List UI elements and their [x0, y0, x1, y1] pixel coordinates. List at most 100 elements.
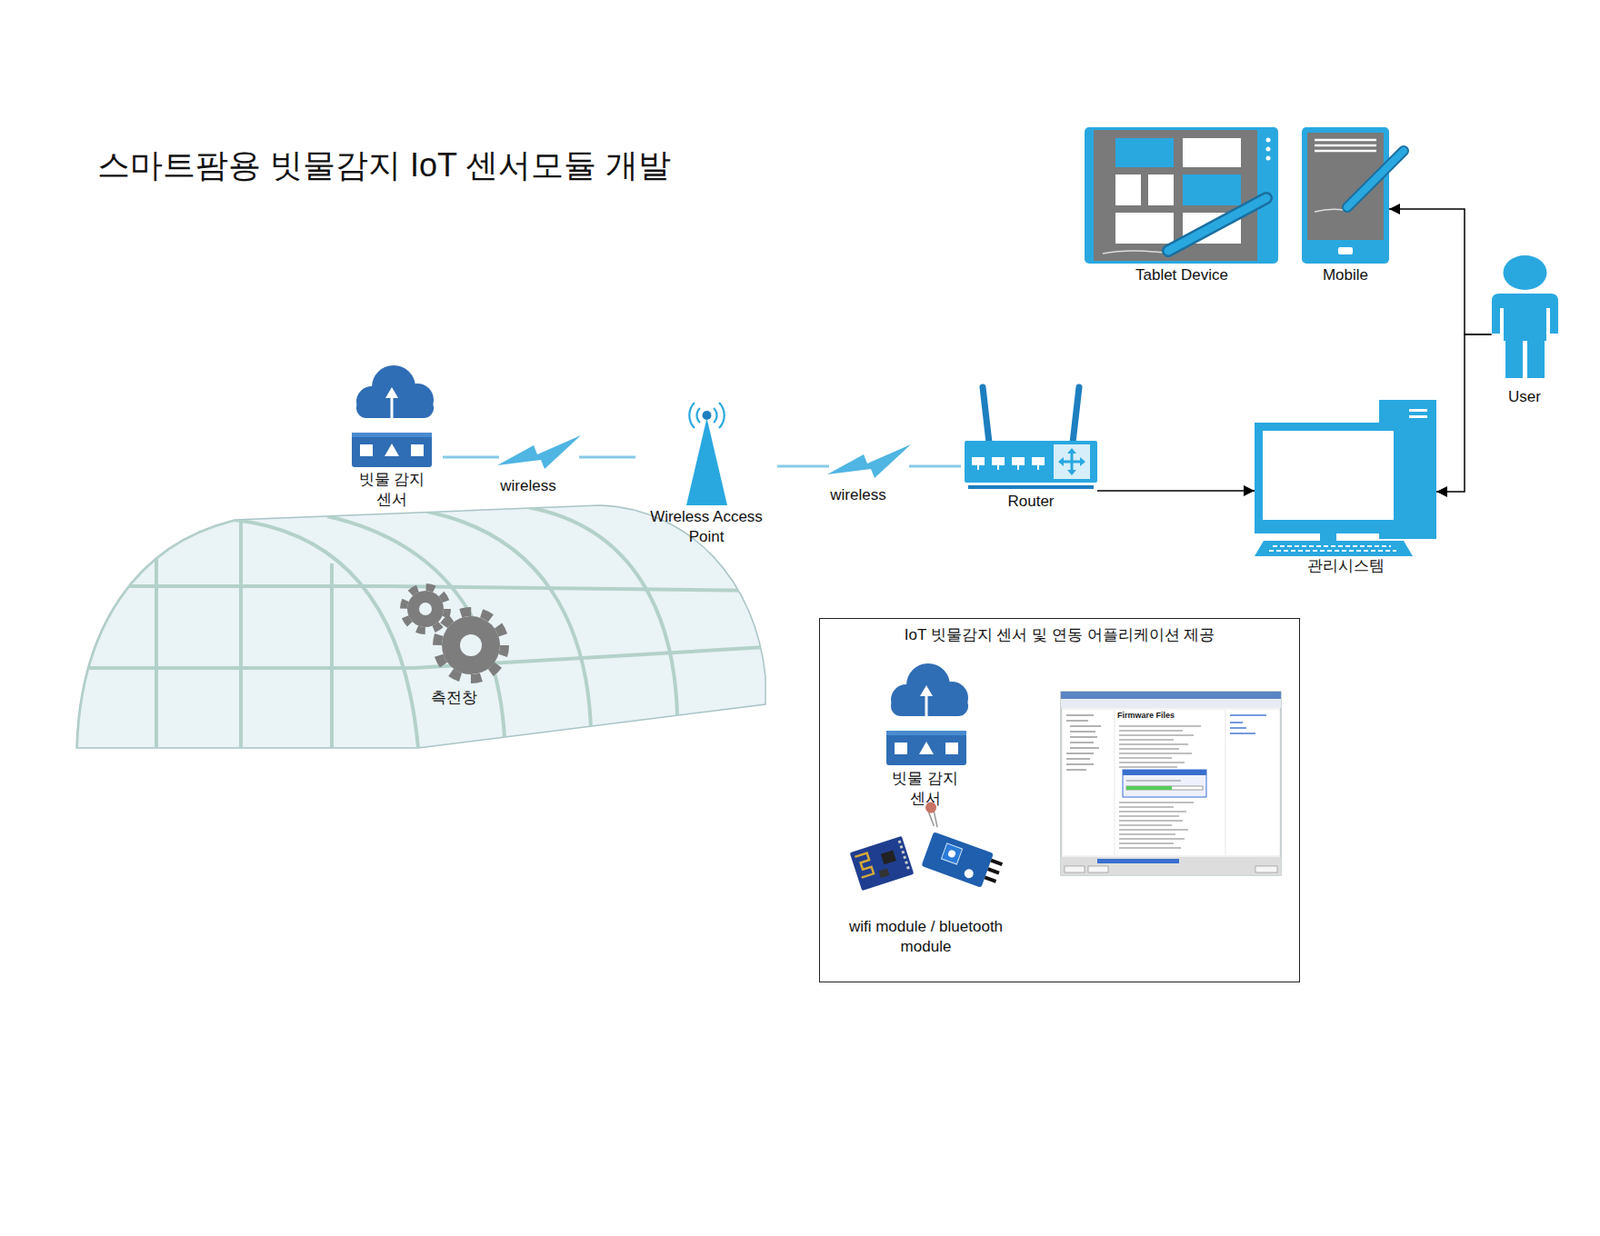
gears-icon: [403, 587, 448, 631]
computer-icon: [1254, 540, 1413, 557]
modules-photo: [850, 836, 915, 891]
mobile-icon: [1314, 209, 1344, 212]
mobile-icon: [1301, 127, 1390, 264]
node-label: Router: [1007, 491, 1054, 512]
app-screenshot: [1088, 866, 1109, 873]
access-point-icon: [686, 418, 728, 506]
gears-icon: [407, 590, 444, 628]
access-point-icon: [713, 408, 717, 423]
modules-photo: [850, 836, 915, 891]
app-screenshot: [1226, 710, 1280, 856]
computer-icon: [1262, 430, 1394, 520]
app-screenshot: [1097, 859, 1180, 864]
mobile-icon: [1301, 127, 1404, 264]
modules-photo: [990, 859, 1003, 867]
tablet-node: Tablet Device: [1085, 127, 1280, 286]
router-icon: [978, 465, 1039, 470]
router-icon: [964, 440, 1098, 483]
mobile-icon: [1338, 247, 1353, 255]
tablet-icon: [1266, 147, 1271, 152]
app-screenshot: [1064, 866, 1085, 873]
modules-photo: [920, 831, 993, 889]
rain-sensor-icon: [351, 365, 434, 468]
app-screenshot: [1255, 866, 1278, 873]
user-icon: [1503, 293, 1547, 341]
lightning-bolt: [497, 435, 581, 470]
modules-photo: [947, 849, 957, 859]
user-icon: [1503, 255, 1548, 290]
gears-icon: [437, 611, 505, 680]
greenhouse-illustration: [78, 586, 414, 669]
modules-photo: [940, 843, 962, 865]
page-title: 스마트팜용 빗물감지 IoT 센서모듈 개발: [97, 145, 671, 186]
router-icon: [964, 387, 1098, 490]
tablet-icon: [1168, 198, 1267, 251]
tablet-icon: [1115, 212, 1174, 244]
computer-icon: [1409, 415, 1428, 419]
access-point-node: Wireless Access Point: [639, 398, 774, 548]
tablet-icon: [1115, 138, 1174, 168]
greenhouse-illustration: [156, 521, 332, 749]
app-screenshot: [1126, 786, 1172, 790]
box-title: IoT 빗물감지 센서 및 연동 어플리케이션 제공: [820, 619, 1300, 646]
tablet-icon: [1115, 174, 1141, 206]
node-label: User: [1508, 387, 1541, 408]
router-icon: [1011, 457, 1025, 466]
router-node: Router: [964, 382, 1098, 512]
node-label: 관리시스템: [1307, 556, 1385, 577]
lightning-bolt: [827, 444, 911, 479]
user-icon: [1527, 337, 1545, 379]
tablet-icon: [1182, 138, 1241, 168]
app-screenshot: [1060, 699, 1281, 709]
access-point-icon: [689, 402, 695, 429]
app-screenshot: [1126, 786, 1203, 790]
tablet-icon: [1266, 156, 1271, 161]
tablet-icon: [1266, 138, 1271, 143]
tablet-icon: [1084, 127, 1279, 264]
router-icon: [1058, 448, 1086, 476]
app-screenshot: [1060, 691, 1281, 876]
greenhouse-illustration: [327, 507, 678, 738]
screenshot-heading: Firmware Files: [1117, 710, 1175, 721]
app-screenshot: [1062, 710, 1114, 856]
mobile-node: Mobile: [1301, 127, 1390, 286]
node-label: Wireless Access Point: [642, 507, 770, 548]
access-point-icon: [697, 408, 700, 423]
router-icon: [971, 457, 985, 466]
modules-photo: [906, 800, 1015, 892]
computer-icon: [1254, 422, 1402, 534]
gears-icon: [441, 616, 500, 675]
modules-photo: [880, 850, 897, 866]
computer-icon: [1254, 400, 1437, 557]
access-point-icon: [686, 402, 728, 506]
router-icon: [1072, 387, 1080, 443]
tablet-icon: [1148, 174, 1174, 206]
feature-box: IoT 빗물감지 센서 및 연동 어플리케이션 제공빗물 감지센서 wifi mo…: [819, 618, 1300, 983]
rain-sensor-node: 빗물 감지센서: [878, 663, 973, 810]
gears-icon: [403, 587, 505, 680]
app-screenshot: [1122, 770, 1207, 776]
router-icon: [968, 485, 1094, 490]
module-node: wifi module / bluetooth module: [831, 822, 1021, 958]
computer-icon: [1269, 546, 1397, 551]
modules-photo: [878, 868, 890, 879]
connector-arrow: [1097, 490, 1255, 492]
node-label: 측전창: [428, 688, 480, 709]
router-icon: [982, 387, 990, 443]
app-screenshot: [1060, 691, 1281, 876]
rain-sensor-node: 빗물 감지센서: [344, 361, 440, 510]
app-screenshot: [1060, 857, 1281, 876]
modules-photo: [984, 876, 998, 884]
app-screenshot: [1115, 710, 1225, 856]
side-window-node: 측전창: [398, 581, 510, 709]
tablet-icon: [1182, 174, 1241, 206]
connector-arrow: [1389, 209, 1492, 335]
node-label: Tablet Device: [1135, 265, 1229, 286]
modules-photo: [987, 867, 1000, 875]
user-icon: [1491, 255, 1559, 379]
modules-photo: [854, 852, 874, 878]
app-screenshot: [1060, 691, 1281, 700]
gears-icon: [460, 634, 482, 657]
